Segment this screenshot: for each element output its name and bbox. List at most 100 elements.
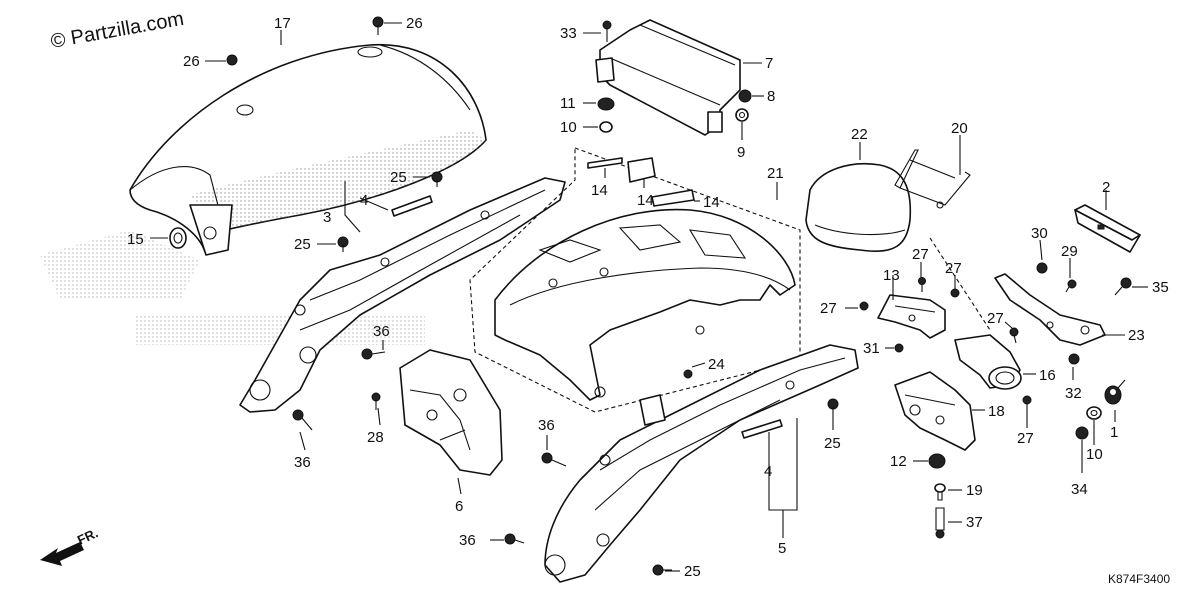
- fender-stay-right-5[interactable]: [544, 344, 859, 583]
- callout-11: 11: [560, 95, 576, 112]
- callout-20: 20: [951, 120, 968, 137]
- callout-24: 24: [708, 356, 725, 373]
- callout-18: 18: [988, 403, 1005, 420]
- callout-labels: 17 26 26 15 3 4 25 25 36 28 36 6 33 7 8 …: [127, 15, 1169, 580]
- callout-23: 23: [1128, 327, 1145, 344]
- callout-5: 5: [778, 540, 786, 557]
- drawing-code: K874F3400: [1108, 572, 1170, 586]
- bracket-18[interactable]: [894, 371, 976, 451]
- callout-10b: 10: [1086, 446, 1103, 463]
- bolt-29[interactable]: [1065, 279, 1077, 293]
- callout-22: 22: [851, 126, 868, 143]
- caution-label-4a[interactable]: [391, 195, 433, 217]
- nut-26a[interactable]: [226, 54, 238, 66]
- leader-lines: [150, 22, 1148, 572]
- callout-35: 35: [1152, 279, 1169, 296]
- callout-27a: 27: [820, 300, 837, 317]
- callout-4a: 4: [360, 192, 368, 209]
- callout-27b: 27: [912, 246, 929, 263]
- nut-32[interactable]: [1068, 353, 1080, 365]
- callout-7: 7: [765, 55, 773, 72]
- callout-26a: 26: [183, 53, 200, 70]
- nut-34[interactable]: [1075, 426, 1089, 440]
- bolt-25d[interactable]: [652, 564, 672, 576]
- callout-21: 21: [767, 165, 784, 182]
- cover-6[interactable]: [399, 349, 503, 476]
- callout-9: 9: [737, 144, 745, 161]
- callout-33: 33: [560, 25, 577, 42]
- watermark-text: © Partzilla.com: [49, 8, 186, 53]
- collar-10b[interactable]: [1086, 406, 1102, 420]
- callout-13: 13: [883, 267, 900, 284]
- bolt-36c[interactable]: [541, 452, 567, 467]
- bolt-33[interactable]: [602, 20, 612, 42]
- callout-4b: 4: [764, 463, 772, 480]
- callout-36b: 36: [294, 454, 311, 471]
- grommet-15[interactable]: [169, 227, 187, 249]
- bracket-7[interactable]: [595, 19, 741, 136]
- nut-26b[interactable]: [372, 16, 384, 35]
- nut-30[interactable]: [1036, 262, 1048, 274]
- front-label: FR.: [75, 525, 100, 547]
- callout-19: 19: [966, 482, 983, 499]
- strip-14a[interactable]: [587, 157, 623, 169]
- caution-label-4b[interactable]: [741, 419, 783, 439]
- callout-6: 6: [455, 498, 463, 515]
- callout-31: 31: [863, 340, 880, 357]
- grommet-1[interactable]: [1104, 385, 1122, 405]
- callout-3: 3: [323, 209, 331, 226]
- front-direction-arrow-icon: FR.: [40, 525, 100, 566]
- grommet-12[interactable]: [928, 453, 946, 469]
- collar-19[interactable]: [934, 483, 946, 501]
- rear-carrier-21[interactable]: [469, 147, 801, 413]
- callout-25d: 25: [684, 563, 701, 580]
- nut-31[interactable]: [894, 343, 904, 353]
- bolt-25c[interactable]: [827, 398, 839, 415]
- nut-9[interactable]: [735, 108, 749, 122]
- bolt-27e[interactable]: [1022, 395, 1032, 410]
- callout-36c: 36: [538, 417, 555, 434]
- bolt-25b[interactable]: [337, 236, 349, 252]
- callout-26b: 26: [406, 15, 423, 32]
- seat-pad-22[interactable]: [805, 162, 912, 252]
- collar-10a[interactable]: [599, 121, 613, 133]
- callout-14b: 14: [637, 192, 654, 209]
- stay-13[interactable]: [877, 294, 946, 339]
- grommet-11[interactable]: [597, 97, 615, 111]
- background-logo: [40, 230, 425, 345]
- bolt-37[interactable]: [935, 507, 945, 539]
- strip-14b[interactable]: [627, 157, 656, 183]
- housing-16[interactable]: [929, 237, 1022, 390]
- callout-2: 2: [1102, 179, 1110, 196]
- bolt-36b[interactable]: [292, 409, 313, 431]
- strip-14c[interactable]: [651, 189, 695, 207]
- reflector-2[interactable]: [1074, 204, 1141, 253]
- bolt-35[interactable]: [1114, 277, 1132, 296]
- callout-27d: 27: [987, 310, 1004, 327]
- callout-27e: 27: [1017, 430, 1034, 447]
- callout-32: 32: [1065, 385, 1082, 402]
- bracket-20[interactable]: [894, 149, 971, 209]
- bolt-36a[interactable]: [361, 348, 386, 360]
- callout-15: 15: [127, 231, 144, 248]
- callout-36a: 36: [373, 323, 390, 340]
- nut-8[interactable]: [738, 89, 752, 103]
- callout-28: 28: [367, 429, 384, 446]
- fender-stay-left-3[interactable]: [239, 177, 566, 413]
- callout-27c: 27: [945, 260, 962, 277]
- screw-28[interactable]: [371, 392, 381, 410]
- bolt-27d[interactable]: [1009, 327, 1019, 344]
- bolt-27c[interactable]: [950, 288, 960, 298]
- bolt-36d[interactable]: [504, 533, 525, 545]
- callout-14a: 14: [591, 182, 608, 199]
- callout-25c: 25: [824, 435, 841, 452]
- bolt-27b[interactable]: [918, 277, 926, 293]
- callout-14c: 14: [703, 194, 720, 211]
- rear-fender-17[interactable]: [129, 43, 487, 256]
- callout-36d: 36: [459, 532, 476, 549]
- bolt-27a[interactable]: [859, 301, 869, 311]
- bolt-25a[interactable]: [431, 171, 443, 187]
- bolt-24[interactable]: [683, 369, 693, 379]
- callout-10a: 10: [560, 119, 577, 136]
